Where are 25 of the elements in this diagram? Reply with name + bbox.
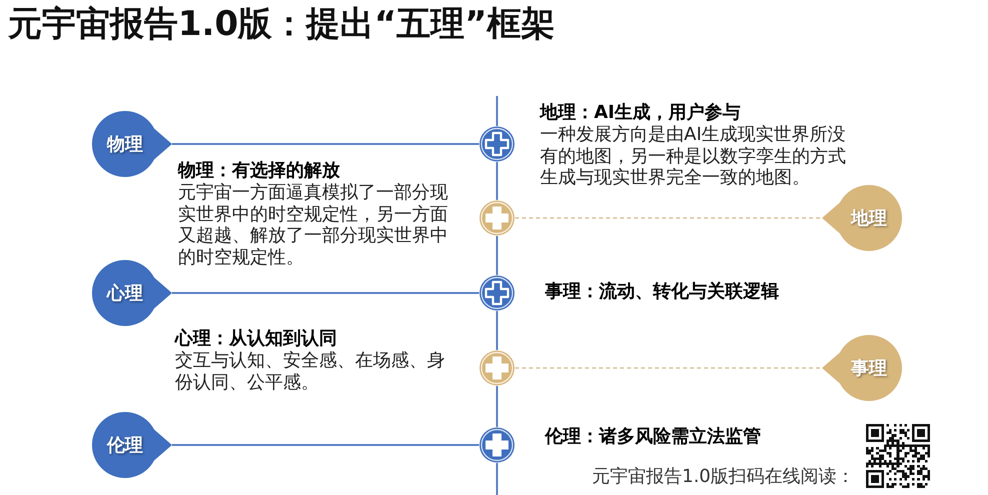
description-text: 交互与认知、安全感、在场感、身份认同、公平感。 xyxy=(175,350,446,393)
timeline-line xyxy=(496,386,498,427)
plus-icon xyxy=(479,350,515,386)
section-heading: 心理：从认知到认同 xyxy=(175,328,337,350)
caption-text: 元宇宙报告1.0版扫码在线阅读： xyxy=(592,466,855,488)
timeline-line xyxy=(496,463,498,495)
connector-line xyxy=(172,143,479,145)
connector-line xyxy=(172,292,479,294)
connector-line xyxy=(172,444,479,446)
diagram-title: 元宇宙报告1.0版：提出“五理”框架 xyxy=(8,4,555,44)
plus-icon xyxy=(479,126,515,162)
dashed-connector-line xyxy=(515,217,822,219)
timeline-line xyxy=(496,236,498,275)
section-heading: 地理：AI生成，用户参与 xyxy=(540,102,741,124)
timeline-line xyxy=(496,311,498,350)
timeline-line xyxy=(496,162,498,200)
section-heading: 物理：有选择的解放 xyxy=(178,160,340,182)
timeline-line xyxy=(496,96,498,126)
plus-icon xyxy=(479,275,515,311)
description-text: 元宇宙一方面逼真模拟了一部分现实世界中的时空规定性，另一方面又超越、解放了一部分现实世界中的时空规定性。 xyxy=(178,182,449,268)
section-heading: 伦理：诸多风险需立法监管 xyxy=(545,426,761,448)
dashed-connector-line xyxy=(515,367,822,369)
plus-icon xyxy=(479,200,515,236)
plus-icon xyxy=(479,427,515,463)
section-heading: 事理：流动、转化与关联逻辑 xyxy=(545,281,779,302)
